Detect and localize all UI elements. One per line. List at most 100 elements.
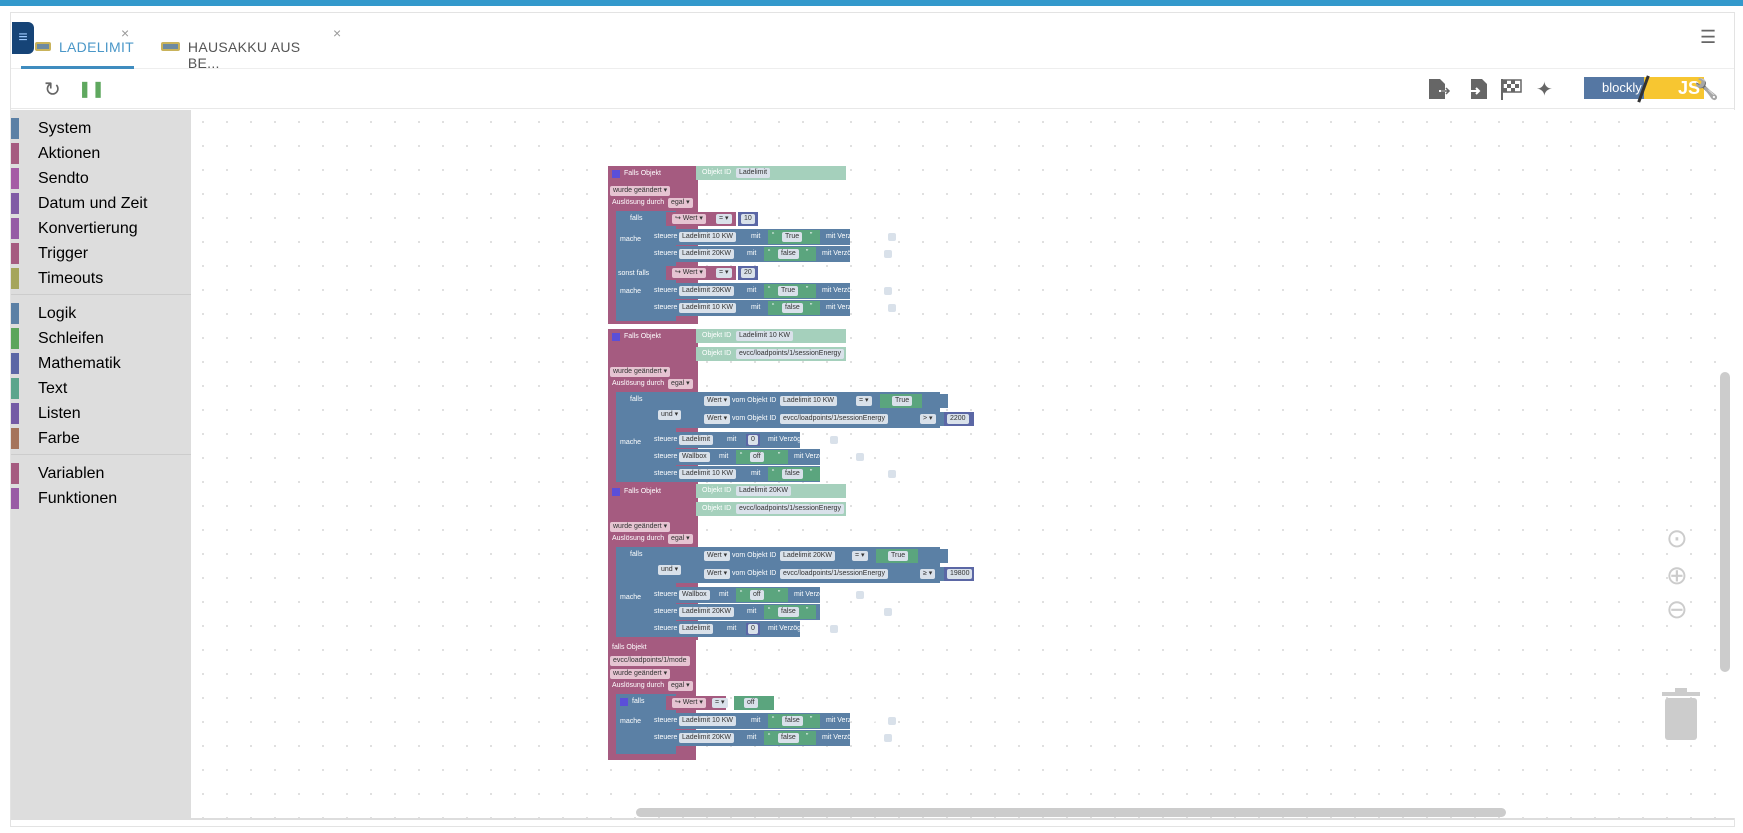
operator-dropdown[interactable]: = ▾ — [712, 698, 728, 708]
object-id-field[interactable]: Ladelimit 10 KW — [736, 331, 793, 341]
number-field[interactable]: 19800 — [947, 569, 973, 579]
value-dropdown[interactable]: Wert ▾ — [704, 569, 731, 579]
object-id-field[interactable]: Ladelimit 20KW — [736, 486, 792, 496]
number-field[interactable]: 10 — [741, 214, 755, 224]
delay-checkbox[interactable] — [884, 287, 892, 295]
object-id-field[interactable]: evcc/loadpoints/1/mode — [610, 656, 690, 666]
category-text[interactable]: Text — [11, 376, 191, 401]
value-dropdown[interactable]: Wert ▾ — [704, 414, 731, 424]
vertical-scrollbar[interactable] — [1720, 372, 1730, 672]
value-dropdown[interactable]: ↪ Wert ▾ — [672, 268, 706, 278]
delay-checkbox[interactable] — [856, 453, 864, 461]
changed-dropdown[interactable]: wurde geändert ▾ — [610, 669, 671, 679]
number-field[interactable]: 0 — [748, 435, 758, 445]
object-id-field[interactable]: Ladelimit — [736, 168, 771, 178]
any-dropdown[interactable]: egal ▾ — [668, 534, 693, 544]
tab-hausakku[interactable]: HAUSAKKU AUS BE... × — [161, 25, 341, 71]
export-file-icon[interactable] — [1427, 77, 1453, 101]
text-field[interactable]: True — [778, 286, 799, 296]
any-dropdown[interactable]: egal ▾ — [668, 379, 693, 389]
object-id-field[interactable]: evcc/loadpoints/1/sessionEnergy — [780, 414, 888, 424]
delay-checkbox[interactable] — [888, 717, 896, 725]
number-field[interactable]: 2200 — [947, 414, 969, 424]
category-logik[interactable]: Logik — [11, 301, 191, 326]
trigger-block[interactable] — [608, 484, 698, 524]
text-field[interactable]: off — [750, 452, 764, 462]
target-field[interactable]: Ladelimit 20KW — [679, 286, 735, 296]
target-field[interactable]: Ladelimit 10 KW — [679, 303, 736, 313]
value-dropdown[interactable]: Wert ▾ — [704, 396, 731, 406]
trigger-block[interactable] — [608, 329, 698, 369]
text-field[interactable]: false — [782, 716, 803, 726]
delay-checkbox[interactable] — [888, 304, 896, 312]
category-system[interactable]: System — [11, 116, 191, 141]
text-field[interactable]: false — [778, 249, 799, 259]
target-field[interactable]: Ladelimit 10 KW — [679, 469, 736, 479]
category-listen[interactable]: Listen — [11, 401, 191, 426]
object-id-field[interactable]: evcc/loadpoints/1/sessionEnergy — [736, 349, 844, 359]
target-field[interactable]: Ladelimit — [679, 624, 714, 634]
target-field[interactable]: Ladelimit 20KW — [679, 607, 735, 617]
target-field[interactable]: Ladelimit 10 KW — [679, 232, 736, 242]
operator-dropdown[interactable]: = ▾ — [852, 551, 868, 561]
menu-button[interactable]: ≡ — [12, 22, 34, 54]
delay-checkbox[interactable] — [830, 436, 838, 444]
changed-dropdown[interactable]: wurde geändert ▾ — [610, 522, 671, 532]
delay-checkbox[interactable] — [856, 591, 864, 599]
delay-checkbox[interactable] — [884, 608, 892, 616]
horizontal-scrollbar[interactable] — [636, 808, 1506, 817]
changed-dropdown[interactable]: wurde geändert ▾ — [610, 367, 671, 377]
object-id-field[interactable]: Ladelimit 20KW — [780, 551, 836, 561]
delay-checkbox[interactable] — [884, 734, 892, 742]
target-field[interactable]: Ladelimit 20KW — [679, 249, 735, 259]
text-field[interactable]: off — [744, 698, 758, 708]
tab-ladelimit[interactable]: LADELIMIT × — [21, 25, 134, 69]
close-icon[interactable]: × — [333, 25, 342, 41]
object-id-field[interactable]: evcc/loadpoints/1/sessionEnergy — [736, 504, 844, 514]
text-field[interactable]: True — [888, 551, 909, 561]
delay-checkbox[interactable] — [888, 470, 896, 478]
changed-dropdown[interactable]: wurde geändert ▾ — [610, 186, 671, 196]
category-aktionen[interactable]: Aktionen — [11, 141, 191, 166]
delay-checkbox[interactable] — [884, 250, 892, 258]
text-field[interactable]: off — [750, 590, 764, 600]
object-id-field[interactable]: evcc/loadpoints/1/sessionEnergy — [780, 569, 888, 579]
category-funktionen[interactable]: Funktionen — [11, 486, 191, 511]
blockly-js-toggle[interactable]: blockly JS — [1584, 75, 1704, 103]
close-icon[interactable]: × — [121, 25, 130, 41]
trigger-block[interactable] — [608, 166, 698, 186]
target-field[interactable]: Ladelimit 20KW — [679, 733, 735, 743]
value-dropdown[interactable]: ↪ Wert ▾ — [672, 698, 706, 708]
operator-dropdown[interactable]: = ▾ — [856, 396, 872, 406]
operator-dropdown[interactable]: = ▾ — [716, 268, 732, 278]
category-variablen[interactable]: Variablen — [11, 461, 191, 486]
target-field[interactable]: Wallbox — [679, 590, 710, 600]
and-dropdown[interactable]: und ▾ — [658, 410, 682, 420]
sparkle-icon[interactable]: ✦ — [1536, 79, 1553, 101]
delay-checkbox[interactable] — [830, 625, 838, 633]
checkered-flag-icon[interactable] — [1499, 77, 1525, 101]
text-field[interactable]: false — [782, 303, 803, 313]
wrench-icon[interactable]: 🔧 — [1694, 79, 1719, 101]
category-konvertierung[interactable]: Konvertierung — [11, 216, 191, 241]
number-field[interactable]: 20 — [741, 268, 755, 278]
value-dropdown[interactable]: ↪ Wert ▾ — [672, 214, 706, 224]
and-dropdown[interactable]: und ▾ — [658, 565, 682, 575]
recenter-icon[interactable]: ⊙ — [1666, 523, 1688, 553]
operator-dropdown[interactable]: ≥ ▾ — [920, 569, 936, 579]
object-id-block[interactable] — [696, 166, 846, 180]
text-field[interactable]: false — [778, 607, 799, 617]
object-id-field[interactable]: Ladelimit 10 KW — [780, 396, 837, 406]
category-datum-und-zeit[interactable]: Datum und Zeit — [11, 191, 191, 216]
category-sendto[interactable]: Sendto — [11, 166, 191, 191]
delay-checkbox[interactable] — [888, 233, 896, 241]
text-field[interactable]: false — [782, 469, 803, 479]
category-farbe[interactable]: Farbe — [11, 426, 191, 451]
pause-icon[interactable]: ❚❚ — [78, 81, 105, 98]
target-field[interactable]: Wallbox — [679, 452, 710, 462]
target-field[interactable]: Ladelimit — [679, 435, 714, 445]
trash-icon[interactable] — [1662, 688, 1700, 740]
import-file-icon[interactable] — [1463, 77, 1489, 101]
any-dropdown[interactable]: egal ▾ — [668, 198, 693, 208]
